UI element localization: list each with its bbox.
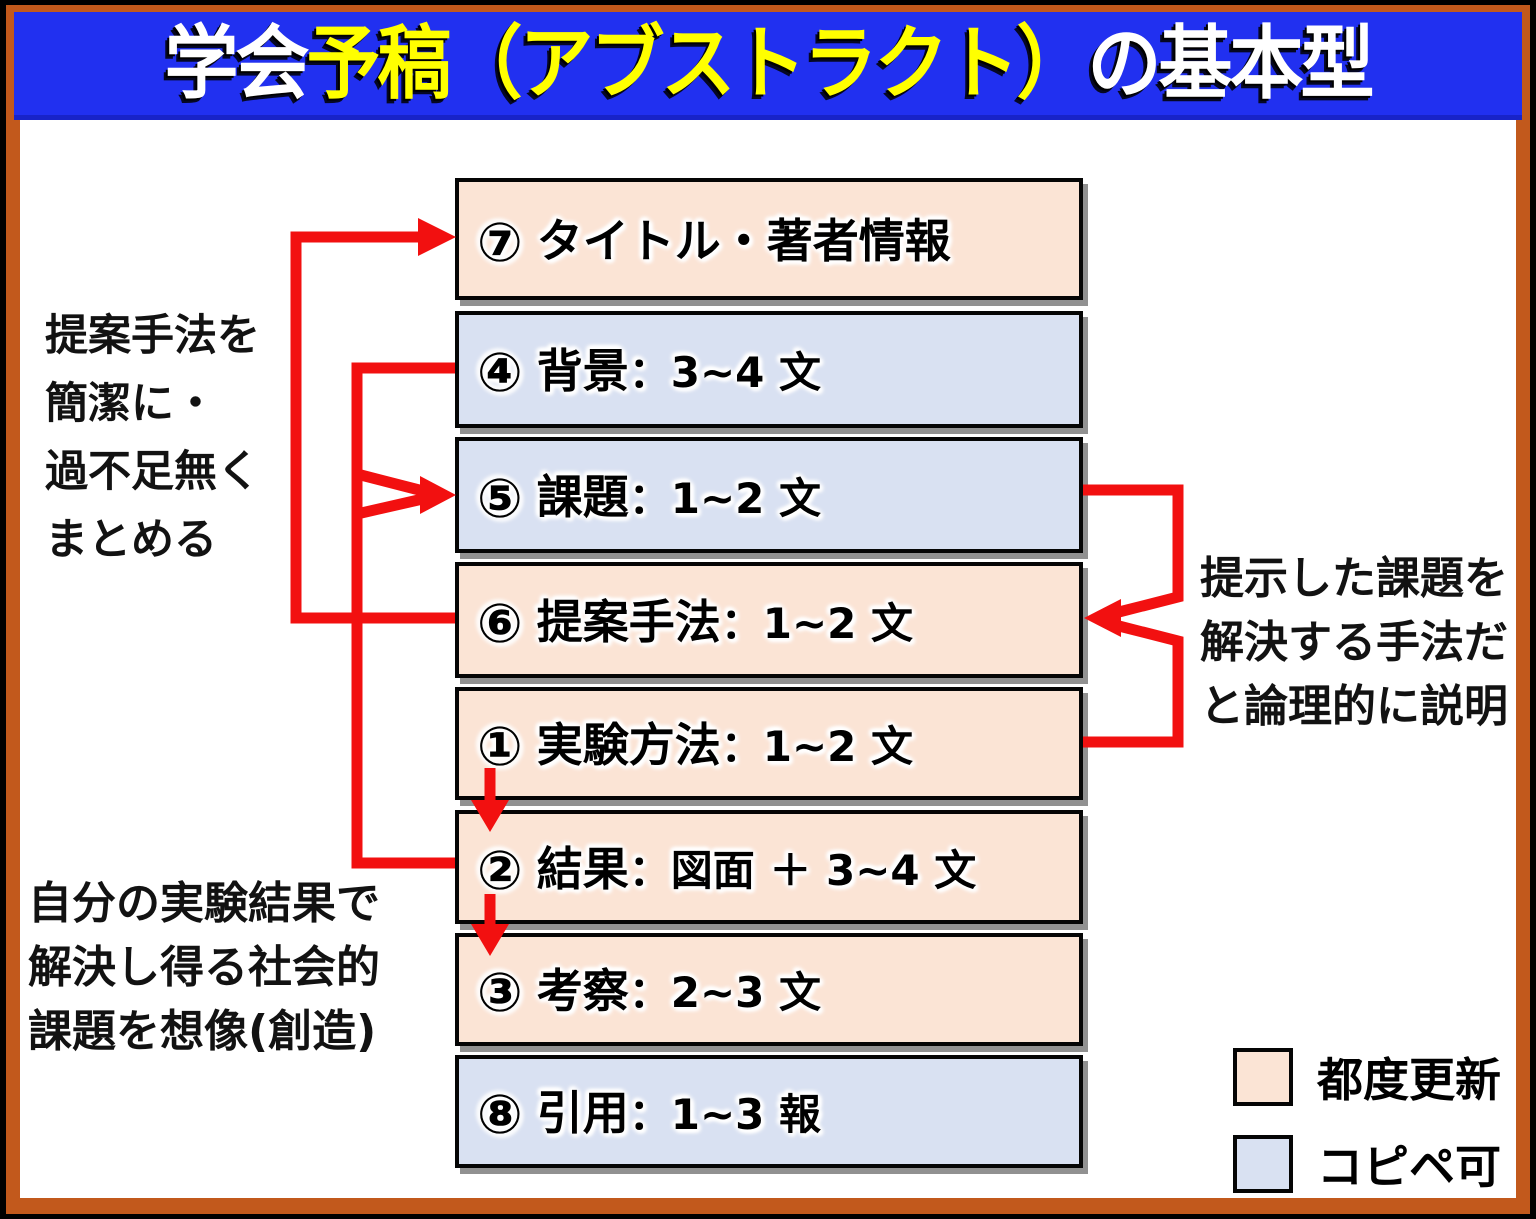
- note-segment: 論理的: [1244, 681, 1376, 732]
- note-logical-explanation: 提示した課題を 解決する手法だ と論理的に説明: [1200, 547, 1508, 739]
- box-name: タイトル・著者情報: [536, 213, 951, 268]
- box-name: 引用: [536, 1086, 629, 1140]
- note-line: 課題を想像(創造): [28, 1000, 380, 1064]
- note-line: 解決する手法だ: [1200, 611, 1508, 675]
- box-detail: ：図面 ＋ 3~4 文: [628, 845, 977, 895]
- note-segment: 課題を想像(創造): [28, 1006, 377, 1057]
- circled-number: ⑦: [477, 210, 523, 274]
- note-segment: 解決し得る: [28, 942, 248, 993]
- box-detail: ：3~4 文: [628, 348, 821, 397]
- box-name: 考察: [536, 964, 629, 1018]
- circled-number: ②: [477, 838, 523, 902]
- box-detail: ：2~3 文: [628, 968, 821, 1017]
- note-segment: 提示した課題を: [1200, 553, 1508, 604]
- box-name: 結果: [536, 841, 629, 896]
- circled-number: ⑤: [477, 466, 523, 530]
- page-title: 学会予稿（アブストラクト）の基本型: [165, 24, 1375, 104]
- note-line: 自分の実験結果で: [28, 872, 380, 936]
- legend-swatch-blue: [1233, 1135, 1293, 1193]
- box-detail: ：1~2 文: [720, 722, 913, 771]
- note-line: 解決し得る社会的: [28, 936, 380, 1000]
- circled-number: ④: [477, 341, 523, 404]
- legend-label: 都度更新: [1317, 1053, 1501, 1107]
- box-name: 背景: [536, 344, 629, 398]
- note-segment: 実験結果: [160, 878, 336, 929]
- note-segment: と: [1200, 681, 1244, 732]
- legend: 都度更新 コピペ可: [1233, 1048, 1501, 1219]
- title-segment-highlight: 予稿（アブストラクト）: [306, 17, 1091, 110]
- circled-number: ①: [477, 715, 523, 778]
- note-segment: 社会的: [248, 942, 380, 993]
- box-detail: ：1~3 報: [628, 1090, 821, 1139]
- note-imagine-social-problem: 自分の実験結果で 解決し得る社会的 課題を想像(創造): [28, 872, 380, 1064]
- note-line: まとめる: [45, 515, 217, 565]
- note-segment: に説明: [1376, 681, 1508, 732]
- note-summarize-method: 提案手法を 簡潔に・ 過不足無く まとめる: [45, 302, 260, 574]
- circled-number: ⑥: [477, 591, 523, 655]
- legend-label: コピペ可: [1317, 1140, 1501, 1194]
- note-line: 過不足無く: [45, 447, 260, 497]
- circled-number: ③: [477, 961, 523, 1024]
- box-detail: ：1~2 文: [720, 598, 913, 648]
- legend-item-copy: コピペ可: [1233, 1135, 1501, 1194]
- box-name: 実験方法: [536, 718, 721, 772]
- note-segment: 解決する手法だ: [1200, 617, 1508, 668]
- legend-swatch-peach: [1233, 1048, 1293, 1106]
- note-line: と論理的に説明: [1200, 675, 1508, 739]
- note-segment: で: [336, 878, 380, 929]
- legend-item-update: 都度更新: [1233, 1048, 1501, 1107]
- note-segment: 自分の: [28, 878, 160, 929]
- box-detail: ：1~2 文: [628, 473, 821, 523]
- box-name: 提案手法: [536, 594, 721, 649]
- note-line: 簡潔に・: [45, 379, 217, 429]
- title-segment: の基本型: [1087, 17, 1375, 110]
- note-line: 提案手法を: [45, 311, 260, 361]
- circled-number: ⑧: [477, 1083, 523, 1146]
- title-banner: 学会予稿（アブストラクト）の基本型: [14, 12, 1522, 120]
- note-line: 提示した課題を: [1200, 547, 1508, 611]
- box-name: 課題: [536, 469, 629, 524]
- title-segment: 学会: [164, 17, 310, 110]
